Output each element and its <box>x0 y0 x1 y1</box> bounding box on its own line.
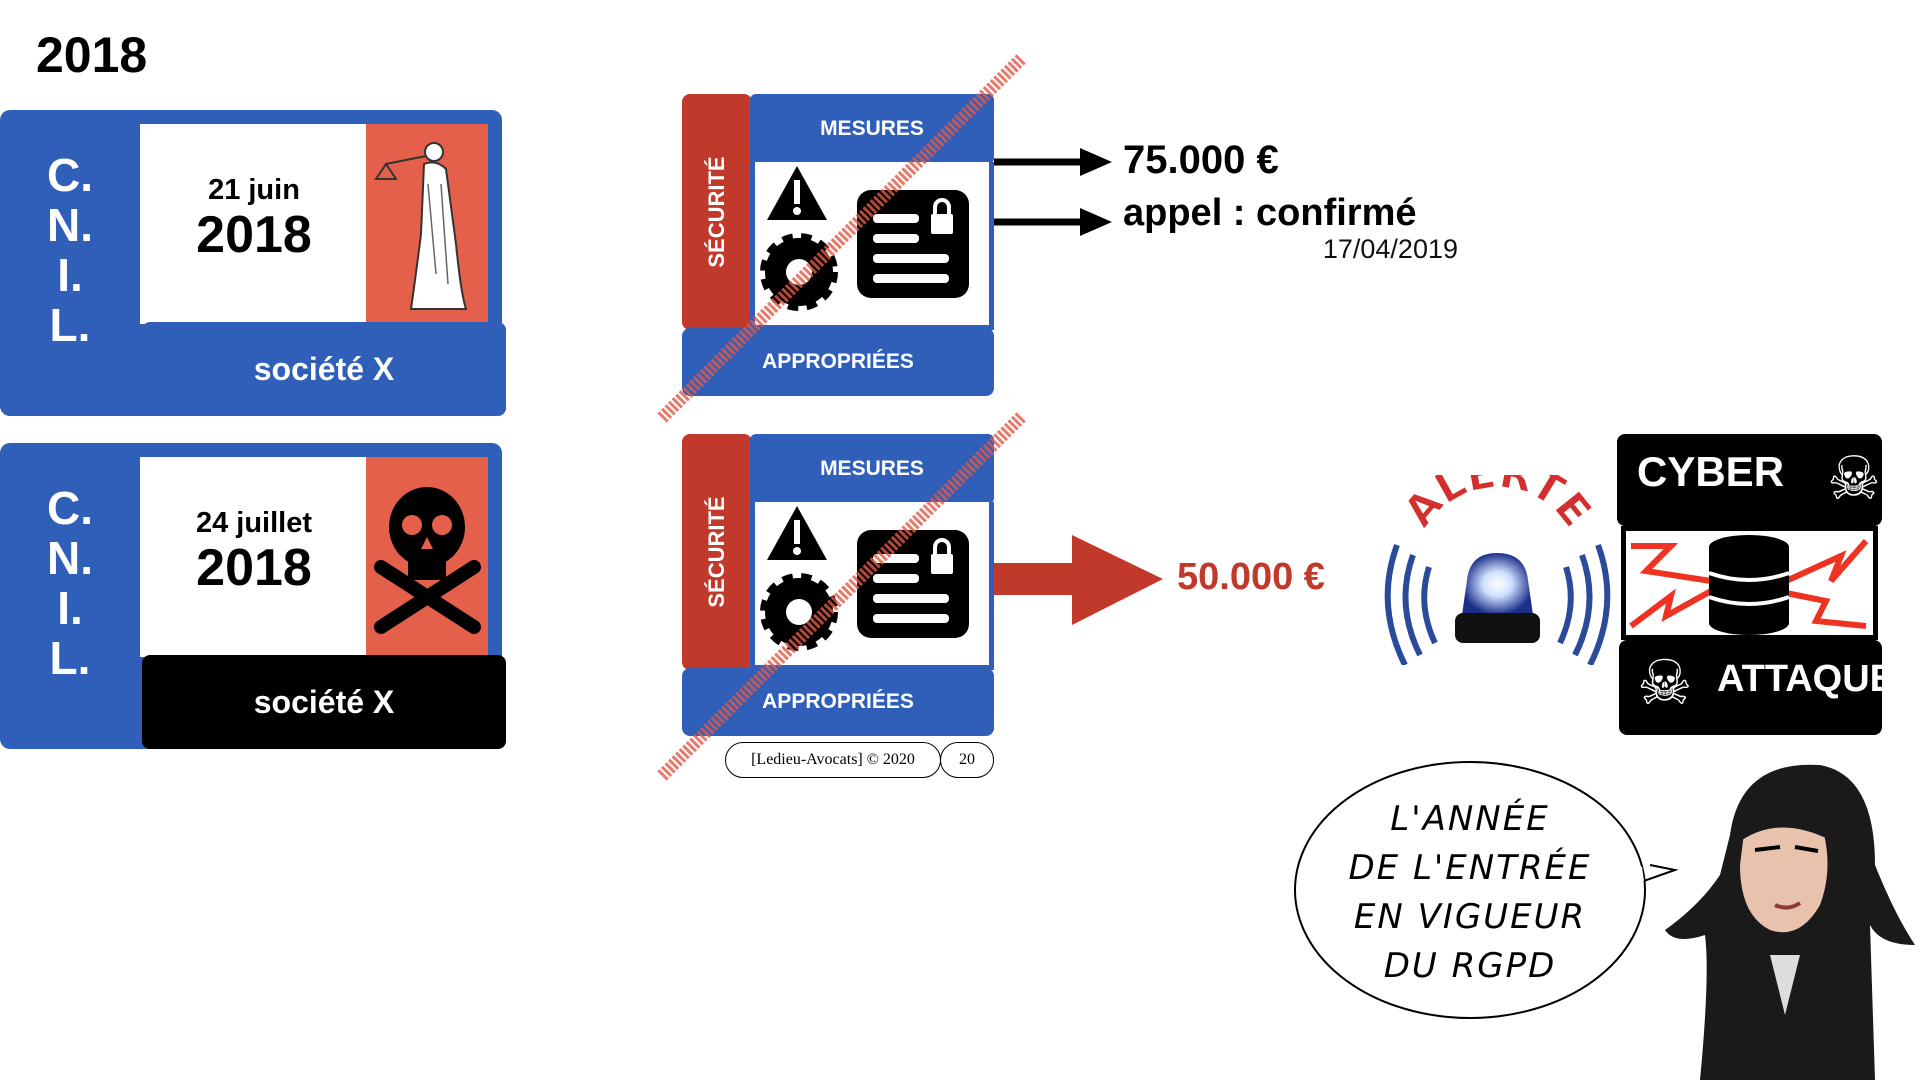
company-bar: société X <box>142 322 506 416</box>
date-panel: 24 juillet 2018 <box>140 457 368 657</box>
arrow-right-icon <box>994 148 1112 176</box>
date-year: 2018 <box>196 539 312 597</box>
appropriate-footer: APPROPRIÉES <box>682 668 994 736</box>
arrow-right-icon <box>994 208 1112 236</box>
date-day: 21 juin <box>208 174 300 206</box>
authority-letter: I. <box>57 249 83 301</box>
security-icons <box>750 162 994 330</box>
lawyer-character-illustration <box>1665 764 1915 1080</box>
authority-letter: I. <box>57 582 83 634</box>
authority-letter: C. <box>47 482 93 534</box>
alert-siren-icon: ALERTE <box>1375 447 1620 667</box>
authority-letter: L. <box>49 299 91 351</box>
warning-icon <box>767 506 827 560</box>
authority-letter: N. <box>47 199 93 251</box>
page-number: 20 <box>940 742 994 778</box>
skull-crossbones-icon <box>366 457 488 657</box>
speech-text: L'ANNÉE DE L'ENTRÉE EN VIGUEUR DU RGPD <box>1310 795 1630 991</box>
big-red-arrow-icon <box>994 535 1163 625</box>
database-attack-icon <box>1621 526 1878 640</box>
cyber-label: CYBER <box>1617 434 1882 526</box>
authority-label: C. N. I. L. <box>0 483 140 683</box>
alert-label: ALERTE <box>1394 447 1602 536</box>
speech-line: L'ANNÉE <box>1390 799 1550 839</box>
skull-crossbones-icon: ☠ <box>1637 649 1693 718</box>
copyright-label: [Ledieu-Avocats] © 2020 <box>725 742 941 778</box>
cnil-case-card-2: C. N. I. L. 24 juillet 2018 société X <box>0 443 506 749</box>
skull-crossbones-icon: ☠ <box>1827 445 1881 512</box>
fine-amount-1: 75.000 € <box>1123 138 1279 182</box>
warning-icon <box>767 166 827 220</box>
company-bar: société X <box>142 655 506 749</box>
date-year: 2018 <box>196 206 312 264</box>
date-day: 24 juillet <box>195 507 313 539</box>
cnil-case-card-1: C. N. I. L. 21 juin 2018 société X <box>0 110 506 416</box>
authority-label: C. N. I. L. <box>0 150 140 350</box>
date-panel: 21 juin 2018 <box>140 124 368 324</box>
lady-justice-icon <box>366 124 488 324</box>
locked-document-icon <box>857 190 969 298</box>
speech-bubble <box>1294 761 1679 1019</box>
authority-letter: C. <box>47 149 93 201</box>
fine-amount-2: 50.000 € <box>1177 556 1325 598</box>
authority-letter: N. <box>47 532 93 584</box>
authority-letter: L. <box>49 632 91 684</box>
speech-line: EN VIGUEUR <box>1353 897 1587 937</box>
security-side-label: SÉCURITÉ <box>682 434 752 670</box>
security-side-label: SÉCURITÉ <box>682 94 752 330</box>
speech-line: DU RGPD <box>1383 946 1557 986</box>
cyber-attack-panel: CYBER ☠ ATTAQUE ☠ <box>1617 434 1895 735</box>
appeal-status: appel : confirmé <box>1123 192 1417 234</box>
page-title: 2018 <box>36 27 148 83</box>
svg-text:ALERTE: ALERTE <box>1394 475 1601 536</box>
appeal-date: 17/04/2019 <box>1322 234 1458 264</box>
speech-line: DE L'ENTRÉE <box>1348 848 1592 888</box>
attack-label: ATTAQUE <box>1619 640 1895 735</box>
